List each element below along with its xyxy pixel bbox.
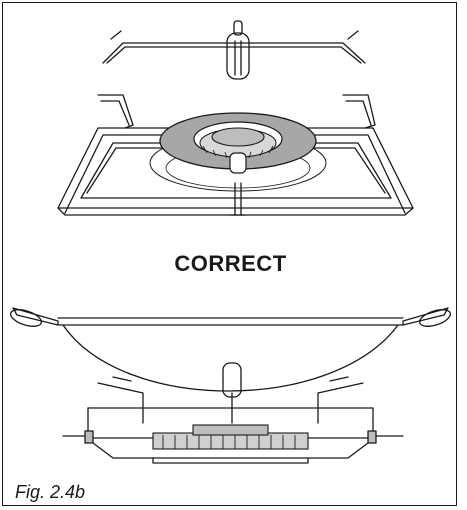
correct-label: CORRECT [174,251,287,276]
figure-caption: Fig. 2.4b [15,482,86,502]
wok-side-view-illustration [9,307,452,464]
burner-top-view-illustration [57,20,414,216]
figure-frame: CORRECT [2,2,457,506]
